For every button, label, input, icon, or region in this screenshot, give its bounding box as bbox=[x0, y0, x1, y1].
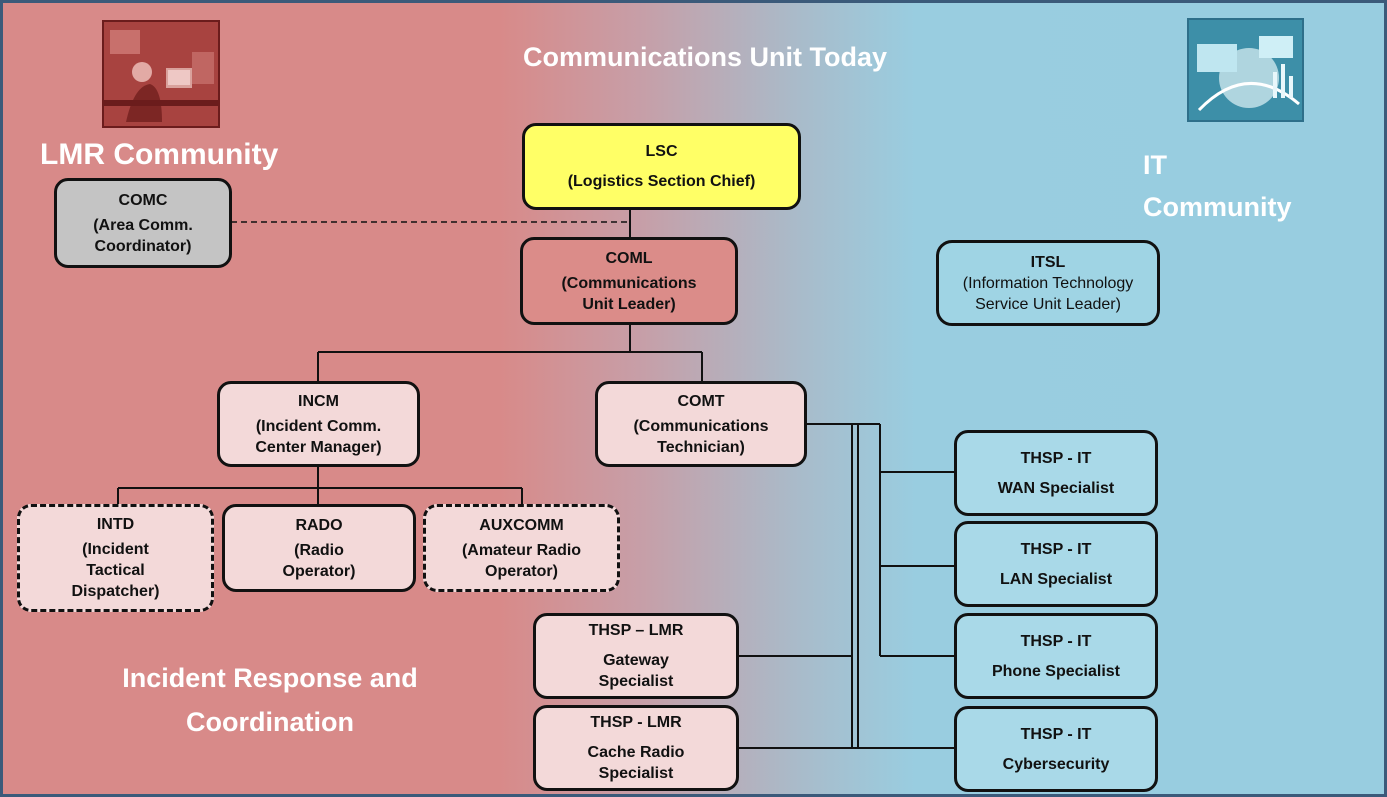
thsp-it-lan-box: THSP - IT LAN Specialist bbox=[954, 521, 1158, 607]
itsl-box: ITSL (Information Technology Service Uni… bbox=[936, 240, 1160, 326]
incm-box: INCM (Incident Comm. Center Manager) bbox=[217, 381, 420, 467]
comt-desc: (Communications Technician) bbox=[633, 417, 769, 456]
thsp-it-phone-abbr: THSP - IT bbox=[1020, 632, 1092, 650]
thsp-it-phone-box: THSP - IT Phone Specialist bbox=[954, 613, 1158, 699]
lsc-desc: (Logistics Section Chief) bbox=[567, 173, 756, 190]
lsc-box: LSC (Logistics Section Chief) bbox=[522, 123, 801, 210]
itsl-abbr: ITSL bbox=[1030, 253, 1066, 271]
thsp-it-lan-desc: LAN Specialist bbox=[999, 570, 1113, 588]
thsp-lmr-cache-box: THSP - LMR Cache Radio Specialist bbox=[533, 705, 739, 791]
thsp-lmr-cache-abbr: THSP - LMR bbox=[590, 714, 682, 731]
it-community-heading: IT Community bbox=[1143, 150, 1292, 222]
intd-desc: (Incident Tactical Dispatcher) bbox=[71, 541, 160, 600]
comt-abbr: COMT bbox=[677, 392, 725, 410]
comc-desc: (Area Comm. Coordinator) bbox=[93, 216, 193, 255]
thsp-it-phone-desc: Phone Specialist bbox=[991, 662, 1121, 680]
thsp-it-cyber-abbr: THSP - IT bbox=[1020, 725, 1092, 743]
comt-box: COMT (Communications Technician) bbox=[595, 381, 807, 467]
thsp-it-wan-box: THSP - IT WAN Specialist bbox=[954, 430, 1158, 516]
auxcomm-box: AUXCOMM (Amateur Radio Operator) bbox=[423, 504, 620, 592]
incm-desc: (Incident Comm. Center Manager) bbox=[255, 417, 382, 456]
comc-box: COMC (Area Comm. Coordinator) bbox=[54, 178, 232, 268]
lsc-abbr: LSC bbox=[645, 143, 678, 160]
rado-box: RADO (Radio Operator) bbox=[222, 504, 416, 592]
comc-abbr: COMC bbox=[118, 191, 168, 209]
thsp-lmr-gateway-box: THSP – LMR Gateway Specialist bbox=[533, 613, 739, 699]
page-title: Communications Unit Today bbox=[522, 42, 887, 72]
lmr-community-heading: LMR Community bbox=[40, 138, 279, 171]
thsp-it-lan-abbr: THSP - IT bbox=[1020, 540, 1092, 558]
itsl-desc: (Information Technology Service Unit Lea… bbox=[962, 274, 1134, 313]
coml-abbr: COML bbox=[605, 249, 653, 267]
intd-box: INTD (Incident Tactical Dispatcher) bbox=[17, 504, 214, 612]
thsp-lmr-cache-desc: Cache Radio Specialist bbox=[587, 744, 685, 782]
auxcomm-desc: (Amateur Radio Operator) bbox=[461, 541, 582, 580]
intd-abbr: INTD bbox=[96, 516, 135, 533]
rado-abbr: RADO bbox=[295, 516, 343, 534]
thsp-lmr-gateway-desc: Gateway Specialist bbox=[598, 652, 674, 690]
rado-desc: (Radio Operator) bbox=[282, 541, 356, 580]
lmr-dispatch-photo bbox=[102, 20, 220, 128]
it-technology-photo bbox=[1187, 18, 1304, 122]
thsp-lmr-gateway-abbr: THSP – LMR bbox=[588, 622, 684, 639]
incident-response-heading: Incident Response and Coordination bbox=[122, 663, 418, 737]
thsp-it-wan-desc: WAN Specialist bbox=[997, 479, 1115, 497]
thsp-it-wan-abbr: THSP - IT bbox=[1020, 449, 1092, 467]
coml-box: COML (Communications Unit Leader) bbox=[520, 237, 738, 325]
thsp-it-cyber-box: THSP - IT Cybersecurity bbox=[954, 706, 1158, 792]
thsp-it-cyber-desc: Cybersecurity bbox=[1002, 755, 1110, 773]
coml-desc: (Communications Unit Leader) bbox=[561, 274, 697, 313]
auxcomm-abbr: AUXCOMM bbox=[479, 516, 564, 534]
incm-abbr: INCM bbox=[298, 392, 339, 410]
